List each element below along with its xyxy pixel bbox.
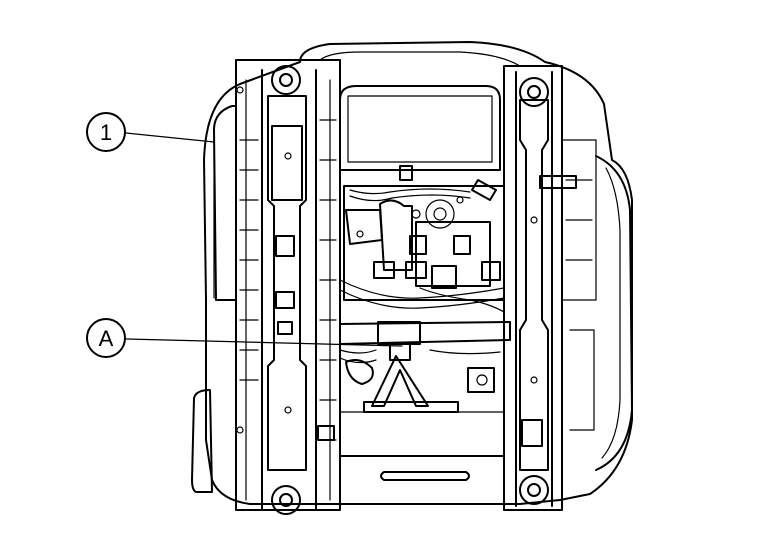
leader-lines (125, 132, 403, 347)
callout-circle-a (86, 318, 126, 358)
callout-view-a: A (86, 318, 126, 358)
callout-label-1: 1 (100, 120, 112, 145)
leader-line-a (125, 338, 403, 347)
cross-members (339, 85, 511, 505)
seat-cushion-outline (203, 41, 633, 505)
right-seat-rail (503, 65, 597, 511)
callout-label-a: A (99, 326, 114, 351)
leader-line-1 (125, 132, 215, 143)
wiring-harness-area (339, 165, 505, 313)
left-side-trim (191, 127, 215, 493)
harness-clip (339, 321, 501, 413)
left-seat-rail (235, 59, 341, 515)
callout-part-1: 1 (86, 112, 126, 152)
callout-circle-1 (86, 112, 126, 152)
